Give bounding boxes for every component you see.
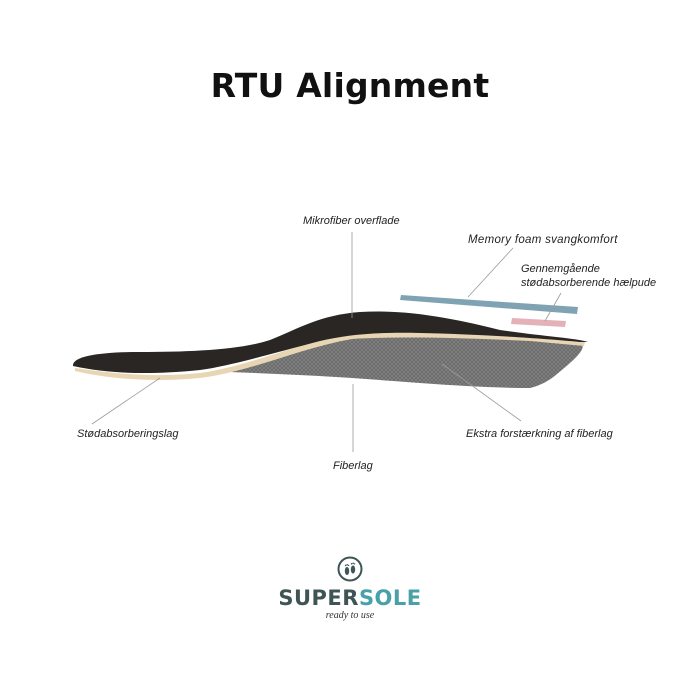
label-ekstra: Ekstra forstærkning af fiberlag xyxy=(466,428,613,440)
page-title: RTU Alignment xyxy=(210,66,490,105)
brand-tagline: ready to use xyxy=(325,610,375,621)
label-memory-foam: Memory foam svangkomfort xyxy=(468,234,618,246)
label-mikrofiber: Mikrofiber overflade xyxy=(303,215,400,227)
leader-memory xyxy=(467,247,514,298)
label-heel-pad-line1: Gennemgående xyxy=(521,263,600,275)
memory-foam-pad xyxy=(400,295,578,314)
top-layer xyxy=(72,311,588,374)
feet-icon xyxy=(337,556,363,582)
leader-stod xyxy=(91,377,161,425)
brand-logo xyxy=(0,556,700,587)
leader-ekstra xyxy=(441,363,522,422)
brand-name: SUPERSOLE xyxy=(0,586,700,610)
brand-name-part1: SUPER xyxy=(278,586,359,610)
heel-pad xyxy=(511,318,566,327)
fiber-layer xyxy=(230,334,583,388)
leader-heel xyxy=(544,292,562,322)
label-heel-pad-line2: stødabsorberende hælpude xyxy=(521,277,657,289)
label-fiberlag: Fiberlag xyxy=(333,460,373,472)
label-heel-pad: Gennemgående stødabsorberende hælpude xyxy=(521,262,656,290)
brand-name-part2: SOLE xyxy=(358,586,422,610)
label-stodabsorberingslag: Stødabsorberingslag xyxy=(77,428,179,440)
